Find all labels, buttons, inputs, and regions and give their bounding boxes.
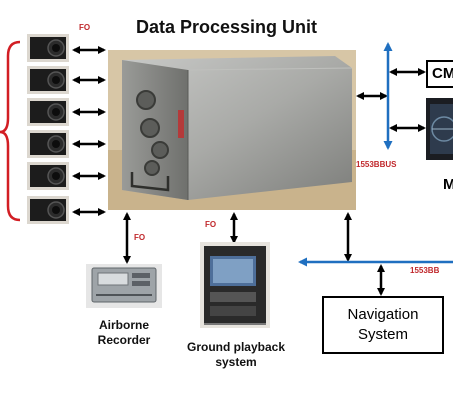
ground-playback-image (200, 242, 270, 328)
fo-label-cameras: FO (79, 23, 91, 32)
camera-3-image (27, 98, 69, 126)
camera-5-image (27, 162, 69, 190)
airborne-recorder-line1: Airborne (98, 318, 149, 332)
navigation-system-line1: Navigation (347, 306, 419, 323)
bus-label-bottom: 1553BB (410, 266, 440, 275)
fo-label-playback: FO (205, 220, 217, 229)
camera-2-image (27, 66, 69, 94)
camera-1-image (27, 34, 69, 62)
navigation-system-line2: System (357, 326, 408, 343)
fo-label-recorder: FO (134, 233, 146, 242)
ground-playback-line2: system (215, 355, 257, 369)
airborne-recorder-caption: Airborne Recorder (74, 318, 174, 348)
camera-6-image (27, 196, 69, 224)
camera-4-image (27, 130, 69, 158)
camera-group-bracket (0, 40, 21, 222)
navigation-system-box: Navigation System (322, 296, 444, 354)
ground-playback-caption: Ground playback system (180, 340, 292, 370)
ground-playback-line1: Ground playback (186, 340, 286, 354)
cm-box: CM (426, 60, 453, 88)
data-processing-unit-image (108, 50, 356, 210)
camera-fo-links (72, 46, 106, 216)
camera-stack (27, 34, 69, 224)
airborne-recorder-image (86, 264, 162, 308)
bus-label-right: 1553BBUS (356, 160, 397, 169)
airborne-recorder-line2: Recorder (97, 333, 151, 347)
diagram-title: Data Processing Unit (135, 17, 318, 37)
multifunction-display-image (426, 98, 453, 160)
display-label-partial: M (443, 176, 453, 193)
cm-box-label: CM (432, 65, 453, 82)
